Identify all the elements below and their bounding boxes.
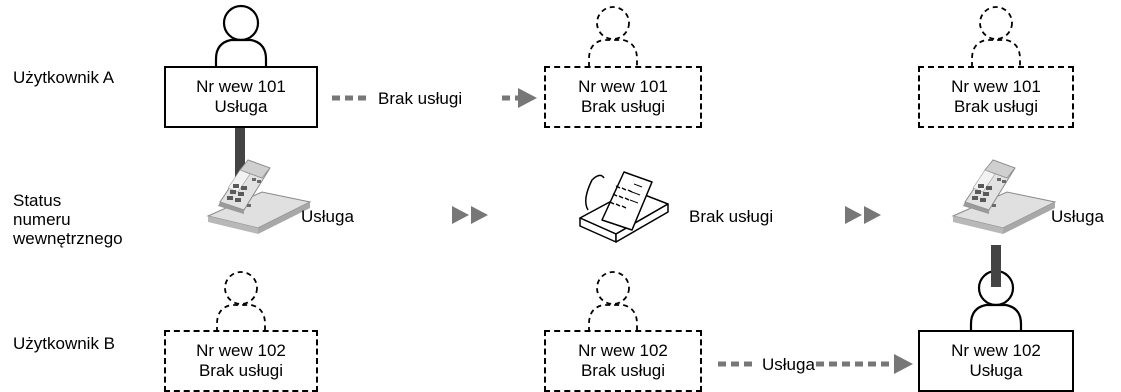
stage1-phone-status: Usługa (301, 207, 354, 226)
user-a-away-person-icon-2 (971, 6, 1021, 68)
double-arrow-icon-1 (452, 206, 488, 224)
user-b-cord (991, 245, 1001, 287)
stage3-user-a-status: Brak usługi (953, 97, 1039, 116)
stage1-user-b-extension: Nr wew 102 (196, 341, 286, 360)
stage3-phone-status: Usługa (1051, 207, 1104, 226)
dashed-arrow-icon-top (332, 88, 537, 108)
row-label-user-b: Użytkownik B (13, 334, 116, 353)
telephone-icon-stage1 (207, 159, 311, 235)
stage3-user-b-box: Nr wew 102 Usługa (918, 330, 1074, 392)
stage3-user-a-extension: Nr wew 101 (951, 77, 1041, 96)
telephone-logged-out-icon (579, 171, 669, 243)
stage2-user-a-status: Brak usługi (580, 97, 666, 116)
user-a-person-icon (214, 4, 268, 69)
dashed-arrow-icon-bottom (718, 354, 913, 374)
stage3-user-b-status: Usługa (969, 361, 1023, 380)
stage1-arrow-label: Brak usługi (378, 89, 463, 108)
stage1-user-a-status: Usługa (214, 97, 268, 116)
row-label-user-a: Użytkownik A (13, 68, 115, 87)
user-a-away-person-icon (588, 6, 638, 68)
stage2-user-a-box: Nr wew 101 Brak usługi (544, 66, 702, 128)
stage2-user-a-extension: Nr wew 101 (578, 77, 668, 96)
stage1-user-a-extension: Nr wew 101 (196, 77, 286, 96)
stage1-user-b-box: Nr wew 102 Brak usługi (164, 330, 318, 392)
double-arrow-icon-2 (845, 206, 881, 224)
stage3-user-a-box: Nr wew 101 Brak usługi (918, 66, 1074, 128)
row-label-status: Status numeru wewnętrznego (13, 191, 123, 248)
stage1-user-a-box: Nr wew 101 Usługa (164, 66, 318, 128)
stage1-user-b-status: Brak usługi (198, 361, 284, 380)
stage2-user-b-status: Brak usługi (580, 361, 666, 380)
stage2-user-b-box: Nr wew 102 Brak usługi (544, 330, 702, 392)
stage2-user-b-extension: Nr wew 102 (578, 341, 668, 360)
stage2-phone-status: Brak usługi (689, 207, 774, 226)
user-b-away-person-icon (216, 271, 266, 333)
stage2-arrow-label: Usługa (762, 355, 815, 374)
telephone-icon-stage3 (952, 159, 1056, 235)
user-a-cord (235, 126, 245, 196)
stage3-user-b-extension: Nr wew 102 (951, 341, 1041, 360)
user-b-away-person-icon-2 (588, 271, 638, 333)
